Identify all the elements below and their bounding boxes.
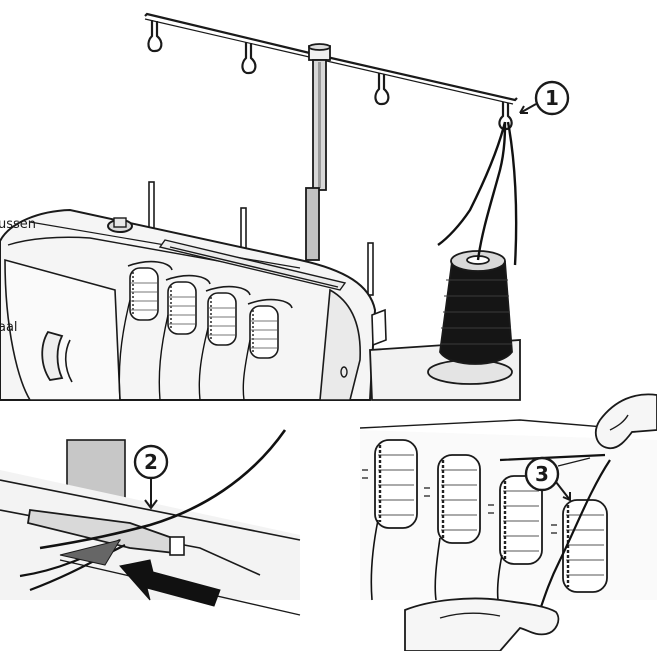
thread-path-bottom-left [39,429,287,550]
thread-guide-bar [144,12,518,131]
callout-1-label: 1 [545,86,559,110]
insert-arrow [119,559,221,607]
callout-3-label: 3 [535,462,549,486]
closeup-dial-3 [499,475,543,565]
tension-dials-top [118,260,293,401]
front-latch [41,330,64,381]
callout-3: 3 [524,456,591,502]
bottom-right-panel: 3 [359,393,657,651]
cut-text-line2: aal [0,320,18,335]
tension-dial-1 [127,260,173,321]
tension-panel-top [158,239,347,291]
top-panel: 1 ussen aal [0,12,570,401]
closeup-dial-4 [562,499,608,593]
thread-cone [439,261,513,365]
callout-2: 2 [133,444,169,510]
tension-dials-closeup [374,439,608,593]
guide-loop-3 [374,73,390,106]
thread-path-bottom-right [499,453,611,611]
tension-dial-3 [205,285,251,346]
tension-dial-4 [247,298,293,359]
callout-1: 1 [519,80,570,116]
bottom-left-panel: 2 [0,429,301,616]
guide-loop-1 [147,20,163,53]
callout-2-label: 2 [144,450,158,474]
closeup-dial-1 [374,439,418,529]
thread-stand-pole [305,43,331,261]
thread-path-top [437,121,518,266]
tension-dial-2 [165,274,211,335]
thread-cone-assembly [369,250,521,401]
cut-text-line1: ussen [0,217,36,232]
guide-loop-2 [241,42,257,75]
closeup-dial-2 [437,454,481,544]
hand-top [594,393,657,450]
hand-bottom [404,597,560,651]
